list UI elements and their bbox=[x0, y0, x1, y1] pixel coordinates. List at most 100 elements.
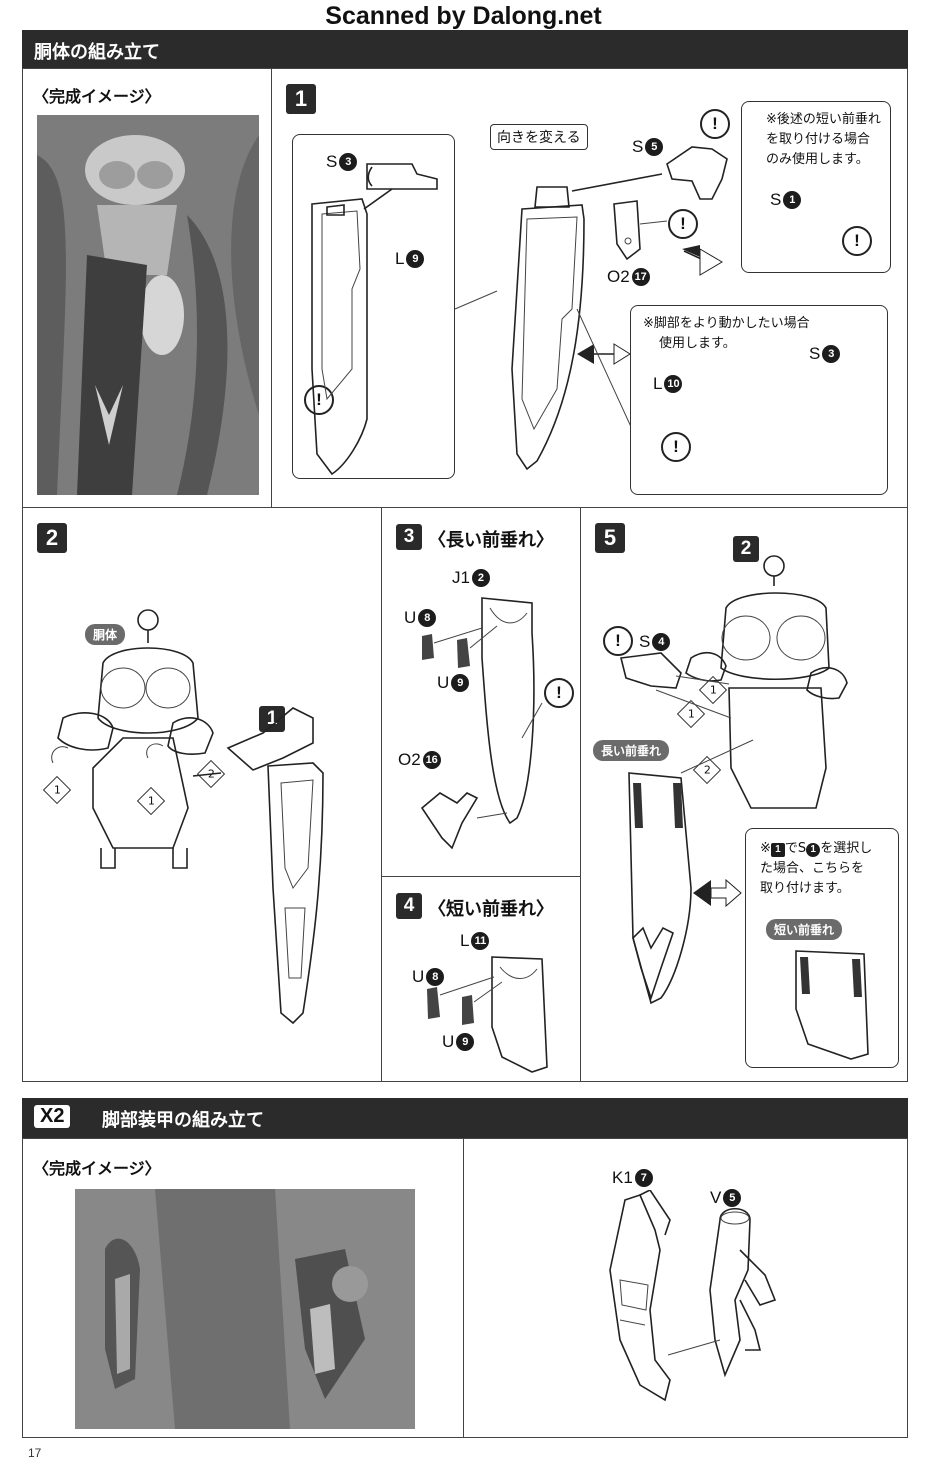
section-title: 胴体の組み立て bbox=[34, 42, 160, 63]
note-text: ※後述の短い前垂れ を取り付ける場合 のみ使用します。 bbox=[766, 110, 881, 170]
part-letter: L bbox=[653, 374, 663, 393]
part-v5: V 5 bbox=[710, 1188, 742, 1208]
part-number-bubble: 10 bbox=[664, 375, 683, 393]
part-letter: O2 bbox=[398, 750, 421, 769]
part-number-bubble: 3 bbox=[339, 153, 358, 171]
step1-panel: 1 S 3 L 9 ! bbox=[271, 68, 908, 508]
part-letter: J1 bbox=[452, 568, 470, 587]
part-s4: S 4 bbox=[639, 632, 671, 652]
part-u8: U 8 bbox=[412, 967, 445, 987]
torso-photo-figure bbox=[37, 115, 259, 495]
quantity-badge: X2 bbox=[34, 1105, 71, 1128]
step-reference-2: 2 bbox=[733, 536, 759, 562]
step-number-4: 4 bbox=[396, 893, 422, 919]
step-number-1: 1 bbox=[286, 84, 316, 114]
step3-panel: 3 〈長い前垂れ〉 J1 2 U 8 U 9 O2 16 ! bbox=[381, 507, 581, 877]
part-u9: U 9 bbox=[437, 673, 470, 693]
note-line: 使用します。 bbox=[659, 336, 736, 351]
note-fragment: ※ bbox=[760, 841, 771, 856]
step1-detail-box bbox=[292, 134, 455, 479]
completed-image-label: 〈完成イメージ〉 bbox=[33, 1159, 161, 1178]
part-letter: L bbox=[460, 931, 470, 950]
note-callout-leg-movement: ※脚部をより動かしたい場合 使用します。 S 3 L 10 ! bbox=[630, 305, 888, 495]
turn-direction-label: 向きを変える bbox=[490, 124, 588, 150]
part-o2-16: O2 16 bbox=[398, 750, 441, 770]
part-number-bubble: 9 bbox=[451, 674, 470, 692]
watermark-text: Scanned by Dalong.net bbox=[325, 2, 602, 30]
step-number-5: 5 bbox=[595, 523, 625, 553]
part-s1: S 1 bbox=[770, 190, 802, 210]
turn-label-text: 向きを変える bbox=[497, 130, 581, 146]
note-line: ※脚部をより動かしたい場合 bbox=[643, 316, 810, 331]
section-header-torso: 胴体の組み立て bbox=[22, 30, 908, 68]
warning-icon: ! bbox=[842, 226, 872, 256]
part-number-bubble: 8 bbox=[426, 968, 445, 986]
note-fragment: S bbox=[797, 841, 807, 856]
note-line: を取り付ける場合 bbox=[766, 132, 871, 147]
part-letter: S bbox=[809, 344, 821, 363]
part-letter: V bbox=[710, 1188, 722, 1207]
step-number-2: 2 bbox=[37, 523, 67, 553]
part-letter: U bbox=[437, 673, 450, 692]
part-letter: S bbox=[639, 632, 651, 651]
leg-photo-figure bbox=[75, 1189, 415, 1429]
note-line: た場合、こちらを bbox=[760, 861, 865, 876]
part-number-bubble: 9 bbox=[406, 250, 425, 268]
warning-icon: ! bbox=[661, 432, 691, 462]
note-line: のみ使用します。 bbox=[766, 152, 869, 167]
note-fragment: で bbox=[784, 841, 798, 856]
warning-icon: ! bbox=[668, 209, 698, 239]
part-number-bubble: 9 bbox=[456, 1033, 475, 1051]
part-letter: S bbox=[770, 190, 782, 209]
part-letter: L bbox=[395, 249, 405, 268]
part-number-bubble: 5 bbox=[723, 1189, 742, 1207]
note-line: 取り付けます。 bbox=[760, 881, 850, 896]
note-line: ※後述の短い前垂れ bbox=[766, 112, 881, 127]
step3-title: 〈長い前垂れ〉 bbox=[428, 530, 554, 551]
note-text: ※脚部をより動かしたい場合 使用します。 bbox=[643, 314, 810, 354]
short-apron-diagram bbox=[795, 950, 869, 1060]
part-u9: U 9 bbox=[442, 1032, 475, 1052]
short-apron-label: 短い前垂れ bbox=[766, 919, 843, 940]
leg-completed-image-panel: 〈完成イメージ〉 bbox=[22, 1138, 464, 1438]
completed-image-panel: 〈完成イメージ〉 bbox=[22, 68, 272, 508]
part-number-bubble: 1 bbox=[806, 843, 821, 857]
warning-icon: ! bbox=[304, 385, 334, 415]
section-header-leg-armor: X2 脚部装甲の組み立て bbox=[22, 1098, 908, 1138]
completed-torso-photo bbox=[37, 115, 259, 495]
part-number-bubble: 16 bbox=[422, 751, 441, 769]
part-number-bubble: 2 bbox=[471, 569, 490, 587]
step4-diagram bbox=[427, 956, 548, 1073]
part-number-bubble: 7 bbox=[634, 1169, 653, 1187]
part-l10: L 10 bbox=[653, 374, 683, 394]
torso-label: 胴体 bbox=[85, 624, 126, 645]
step2-panel: 2 胴体 1 1 1 2 bbox=[22, 507, 382, 1082]
part-s3-right: S 3 bbox=[809, 344, 841, 364]
part-letter: K1 bbox=[612, 1168, 633, 1187]
note-fragment: を選択し bbox=[820, 841, 873, 856]
part-letter: S bbox=[632, 137, 644, 156]
part-letter: S bbox=[326, 152, 338, 171]
step4-title: 〈短い前垂れ〉 bbox=[428, 899, 554, 920]
warning-icon: ! bbox=[700, 109, 730, 139]
step4-panel: 4 〈短い前垂れ〉 L 11 U 8 U 9 bbox=[381, 876, 581, 1082]
warning-icon: ! bbox=[603, 626, 633, 656]
part-j1-2: J1 2 bbox=[452, 568, 490, 588]
leg-armor-diagram bbox=[609, 1190, 777, 1402]
part-s5: S 5 bbox=[632, 137, 664, 157]
completed-image-label: 〈完成イメージ〉 bbox=[33, 87, 161, 106]
step5-diagram bbox=[620, 555, 848, 1005]
part-letter: U bbox=[412, 967, 425, 986]
section-title: 脚部装甲の組み立て bbox=[102, 1110, 264, 1131]
long-apron-label: 長い前垂れ bbox=[593, 740, 670, 761]
step2-diagram bbox=[51, 609, 324, 1025]
part-letter: U bbox=[404, 608, 417, 627]
part-letter: O2 bbox=[607, 267, 630, 286]
part-number-bubble: 17 bbox=[631, 268, 650, 286]
part-k1-7: K1 7 bbox=[612, 1168, 653, 1188]
part-l9: L 9 bbox=[395, 249, 425, 269]
step3-diagram bbox=[420, 597, 543, 850]
